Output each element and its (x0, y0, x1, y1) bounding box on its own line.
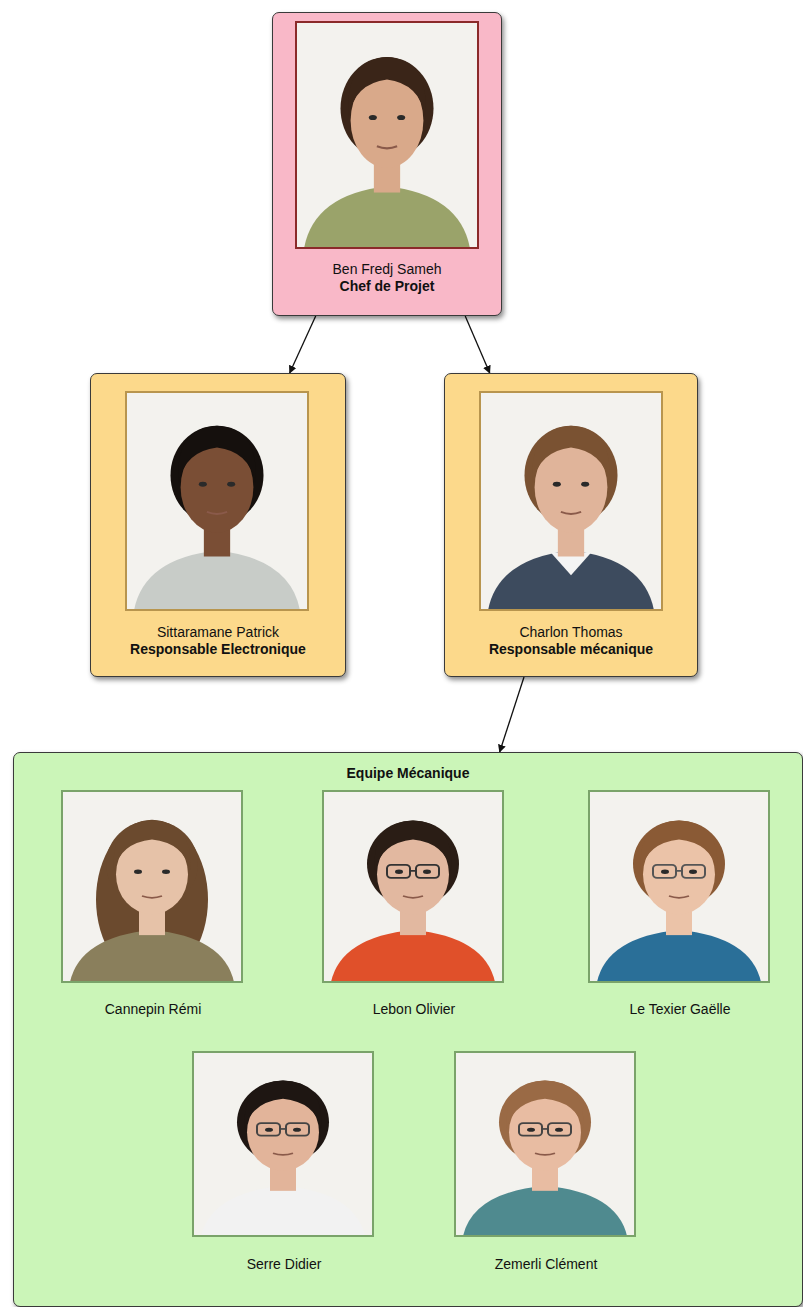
team-group-box: Equipe MécaniqueCannepin Rémi Lebon Olivi… (13, 752, 803, 1307)
member-card: Zemerli Clément (456, 1053, 636, 1277)
portrait-photo (589, 791, 769, 982)
role-title: Chef de Projet (340, 278, 435, 295)
person-name: Cannepin Rémi (105, 1001, 202, 1018)
person-name: Ben Fredj Sameh (333, 261, 442, 278)
person-name: Charlon Thomas (519, 624, 622, 641)
arrow-connector (290, 316, 316, 373)
arrow-connector (500, 677, 524, 752)
role-title: Responsable mécanique (489, 641, 653, 658)
portrait-photo (126, 392, 308, 610)
person-name: Le Texier Gaëlle (630, 1001, 731, 1018)
member-card: Serre Didier (194, 1053, 374, 1277)
portrait-photo (296, 22, 478, 248)
portrait-photo (62, 791, 242, 982)
portrait-photo (193, 1052, 373, 1236)
member-card: Lebon Olivier (324, 792, 504, 1022)
role-title: Responsable Electronique (130, 641, 306, 658)
team-lead-box: Sittaramane PatrickResponsable Electroni… (90, 373, 346, 677)
member-card: Cannepin Rémi (63, 792, 243, 1022)
project-lead-box: Ben Fredj SamehChef de Projet (272, 12, 502, 316)
portrait-photo (455, 1052, 635, 1236)
person-name: Sittaramane Patrick (157, 624, 279, 641)
portrait-photo (323, 791, 503, 982)
portrait-photo (480, 392, 662, 610)
member-card: Le Texier Gaëlle (590, 792, 770, 1022)
arrow-connector (465, 316, 490, 373)
team-lead-box: Charlon ThomasResponsable mécanique (444, 373, 698, 677)
person-name: Serre Didier (247, 1256, 322, 1273)
person-name: Zemerli Clément (495, 1256, 598, 1273)
group-title: Equipe Mécanique (347, 765, 470, 782)
person-name: Lebon Olivier (373, 1001, 456, 1018)
